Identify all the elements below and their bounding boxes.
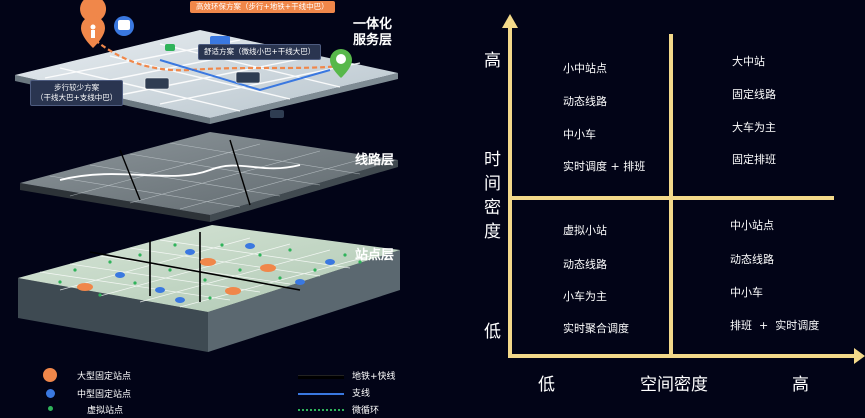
route-layer-label: 线路层 — [355, 153, 395, 168]
route-layer — [20, 132, 398, 222]
layered-diagram: 一体化 服务层 线路层 站点层 高效环保方案（步行+地铁+干线中巴） 舒适方案（… — [0, 0, 430, 418]
less-walk-plan-callout: 步行较少方案 （干线大巴+支线中巴） — [30, 80, 124, 106]
axes — [502, 14, 865, 364]
person-pin-icon — [80, 0, 107, 48]
x-axis-high-label: 高 — [792, 375, 809, 395]
y-axis-low-label: 低 — [484, 322, 501, 342]
y-axis-title: 时 间 密 度 — [484, 150, 501, 242]
branch-line-swatch — [298, 393, 344, 395]
service-layer-label: 一体化 服务层 — [353, 17, 393, 48]
station-layer-surface — [18, 225, 400, 312]
large-stop-swatch — [43, 368, 57, 382]
metro-icon — [114, 16, 134, 36]
medium-stop-swatch — [46, 389, 55, 398]
x-axis-title: 空间密度 — [640, 375, 708, 395]
layers-illustration — [15, 0, 400, 352]
destination-pin-icon — [330, 49, 352, 78]
eco-plan-callout: 高效环保方案（步行+地铁+干线中巴） — [190, 1, 335, 13]
x-axis-low-label: 低 — [538, 375, 555, 395]
comfort-plan-callout: 舒适方案（微线小巴+干线大巴） — [198, 44, 322, 60]
y-axis-high-label: 高 — [484, 51, 501, 71]
micro-line-swatch — [298, 409, 344, 411]
station-layer — [18, 225, 400, 352]
quadrant-matrix: 高 时 间 密 度 低 低 空间密度 高 小中站点 动态线路 中小车 实时调度 … — [430, 0, 865, 418]
route-layer-surface — [20, 132, 398, 215]
virtual-stop-swatch — [48, 406, 53, 411]
station-layer-label: 站点层 — [355, 248, 395, 263]
metro-line-swatch — [298, 375, 344, 379]
